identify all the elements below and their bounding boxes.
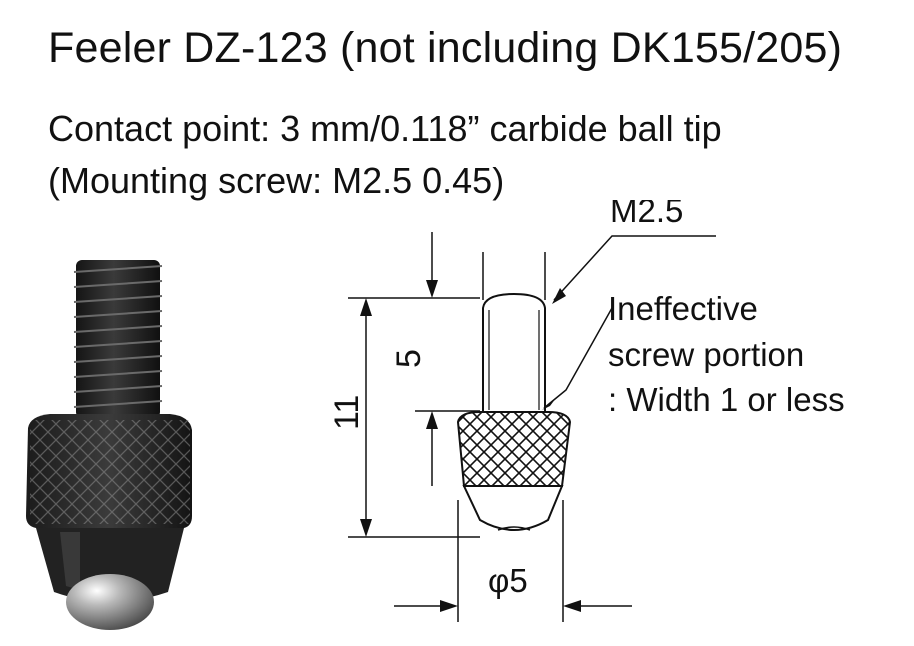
dim-total-length: 11 (330, 395, 366, 430)
ineffective-label-line2: screw portion (608, 336, 804, 373)
thread-label: M2.5 (610, 200, 683, 229)
knurled-body (456, 411, 572, 487)
screw-shaft (482, 292, 546, 413)
contact-point-text: Contact point: 3 mm/0.118” carbide ball … (48, 108, 722, 149)
dim-diameter: φ5 (488, 562, 528, 599)
ball-tip (462, 485, 564, 531)
mounting-screw-text: (Mounting screw: M2.5 0.45) (48, 160, 505, 201)
ineffective-label-line3: : Width 1 or less (608, 381, 845, 418)
dim-screw-length: 5 (390, 349, 428, 368)
ineffective-label-line1: Ineffective (608, 290, 758, 327)
page-title: Feeler DZ-123 (not including DK155/205) (48, 24, 843, 72)
feeler-photo (26, 260, 192, 630)
dimension-drawing: M2.5 Ineffective screw portion : Width 1… (330, 200, 845, 622)
